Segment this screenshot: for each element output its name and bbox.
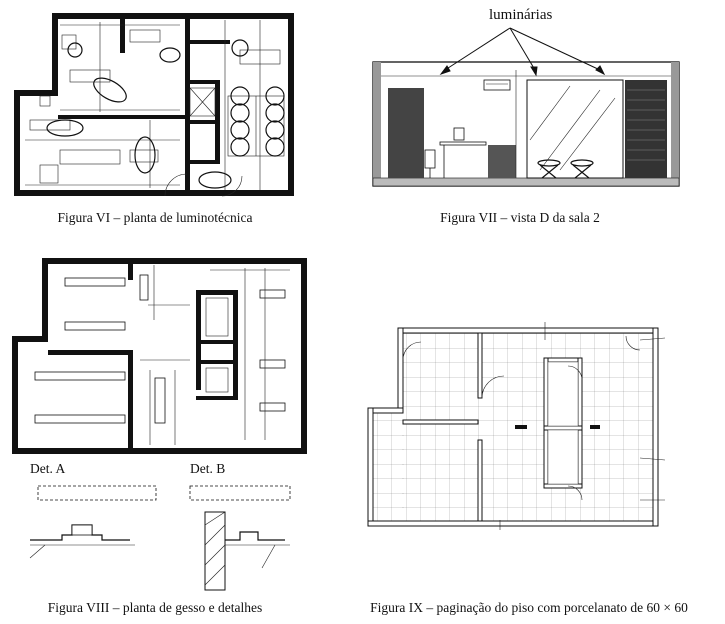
fig8-detail-a-label: Det. A (30, 461, 66, 476)
fig9-walls (367, 327, 659, 527)
fig8-walls (12, 258, 307, 454)
fig9-tiled-floor (372, 332, 654, 522)
fig9-bathrooms (515, 361, 600, 485)
fig7-glass-panel (526, 79, 624, 179)
fig6-walls (14, 13, 294, 196)
fig6-chairs (46, 39, 285, 189)
fig9-doors-and-leaders (402, 322, 666, 530)
fig7-callout-luminaires: luminárias (489, 7, 553, 23)
fig8-detail-a-drawing (29, 485, 157, 559)
fig7-stools (537, 159, 594, 179)
fig7-luminaire-arrows (439, 27, 606, 77)
fig7-caption: Figura VII – vista D da sala 2 (440, 210, 600, 225)
fig8-light-fixtures (34, 274, 286, 424)
fig7-desk (424, 127, 487, 178)
fig7-cabinet (488, 145, 516, 178)
fig8-caption: Figura VIII – planta de gesso e detalhes (47, 600, 263, 615)
fig6-caption: Figura VI – planta de luminotécnica (57, 210, 253, 225)
fig6-details (25, 20, 285, 197)
fig7-frame (372, 61, 680, 187)
fig8-detail-b-drawing (189, 485, 291, 591)
fig9-caption: Figura IX – paginação do piso com porcel… (370, 600, 688, 615)
fig7-door-left (388, 88, 424, 178)
fig7-ac-unit (483, 79, 511, 91)
fig8-detail-b-label: Det. B (190, 461, 226, 476)
fig8-dimension-lines (140, 265, 290, 445)
fig7-door-right (625, 80, 667, 178)
